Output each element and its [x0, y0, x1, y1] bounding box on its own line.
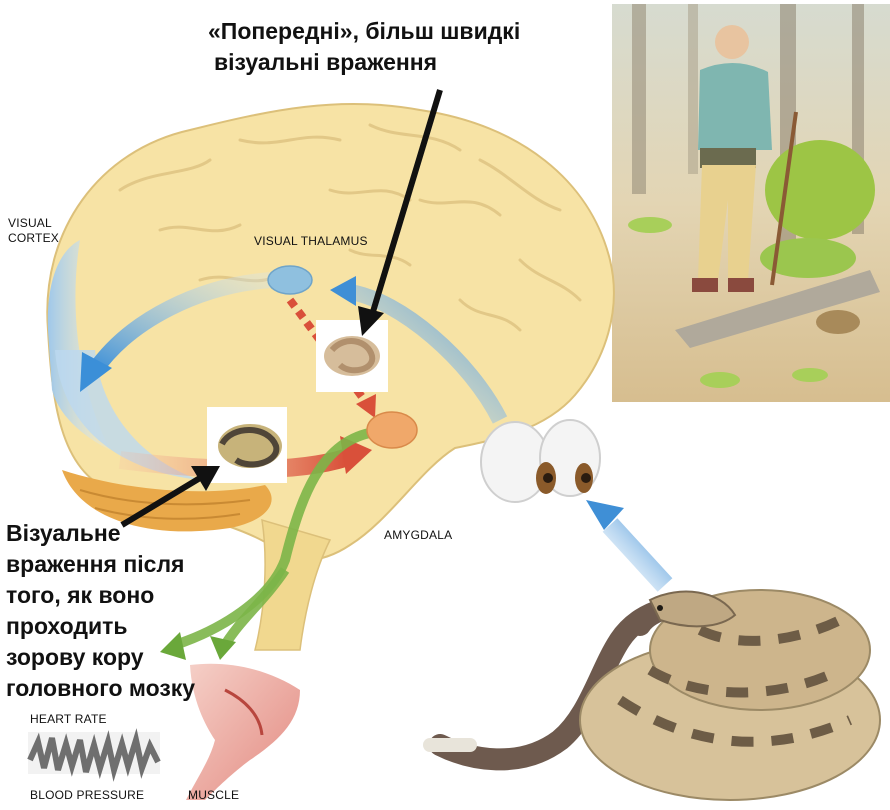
- forest-hiker-inset: [612, 4, 890, 402]
- visual-thalamus-label: VISUAL THALAMUS: [254, 234, 368, 248]
- late-impression-callout: Візуальне враження після того, як воно п…: [6, 518, 246, 704]
- rattlesnake: [430, 590, 880, 800]
- amygdala-node: [367, 412, 417, 448]
- late-impression-line-3: того, як воно: [6, 580, 246, 611]
- visual-thalamus-node: [268, 266, 312, 294]
- late-impression-line-4: проходить: [6, 611, 246, 642]
- visual-cortex-label-line-1: VISUAL: [8, 216, 59, 231]
- snake-thumbnail-late: [207, 407, 287, 483]
- eyes: [481, 420, 600, 502]
- snake-to-eye-arrow: [586, 500, 665, 585]
- visual-cortex-label: VISUAL CORTEX: [8, 216, 59, 246]
- early-impression-line-2: візуальні враження: [208, 47, 588, 78]
- amygdala-label: AMYGDALA: [384, 528, 452, 542]
- heart-rate-label: HEART RATE: [30, 712, 107, 726]
- late-impression-line-5: зорову кору: [6, 642, 246, 673]
- early-impression-callout: «Попередні», більш швидкі візуальні враж…: [208, 16, 588, 78]
- snake-thumbnail-early: [316, 320, 388, 392]
- late-impression-line-6: головного мозку: [6, 673, 246, 704]
- visual-cortex-label-line-2: CORTEX: [8, 231, 59, 246]
- heart-rate-trace: [28, 732, 160, 774]
- early-impression-line-1: «Попередні», більш швидкі: [208, 16, 588, 47]
- muscle-label: MUSCLE: [188, 788, 239, 802]
- late-impression-line-2: враження після: [6, 549, 246, 580]
- blood-pressure-label: BLOOD PRESSURE: [30, 788, 144, 802]
- late-impression-line-1: Візуальне: [6, 518, 246, 549]
